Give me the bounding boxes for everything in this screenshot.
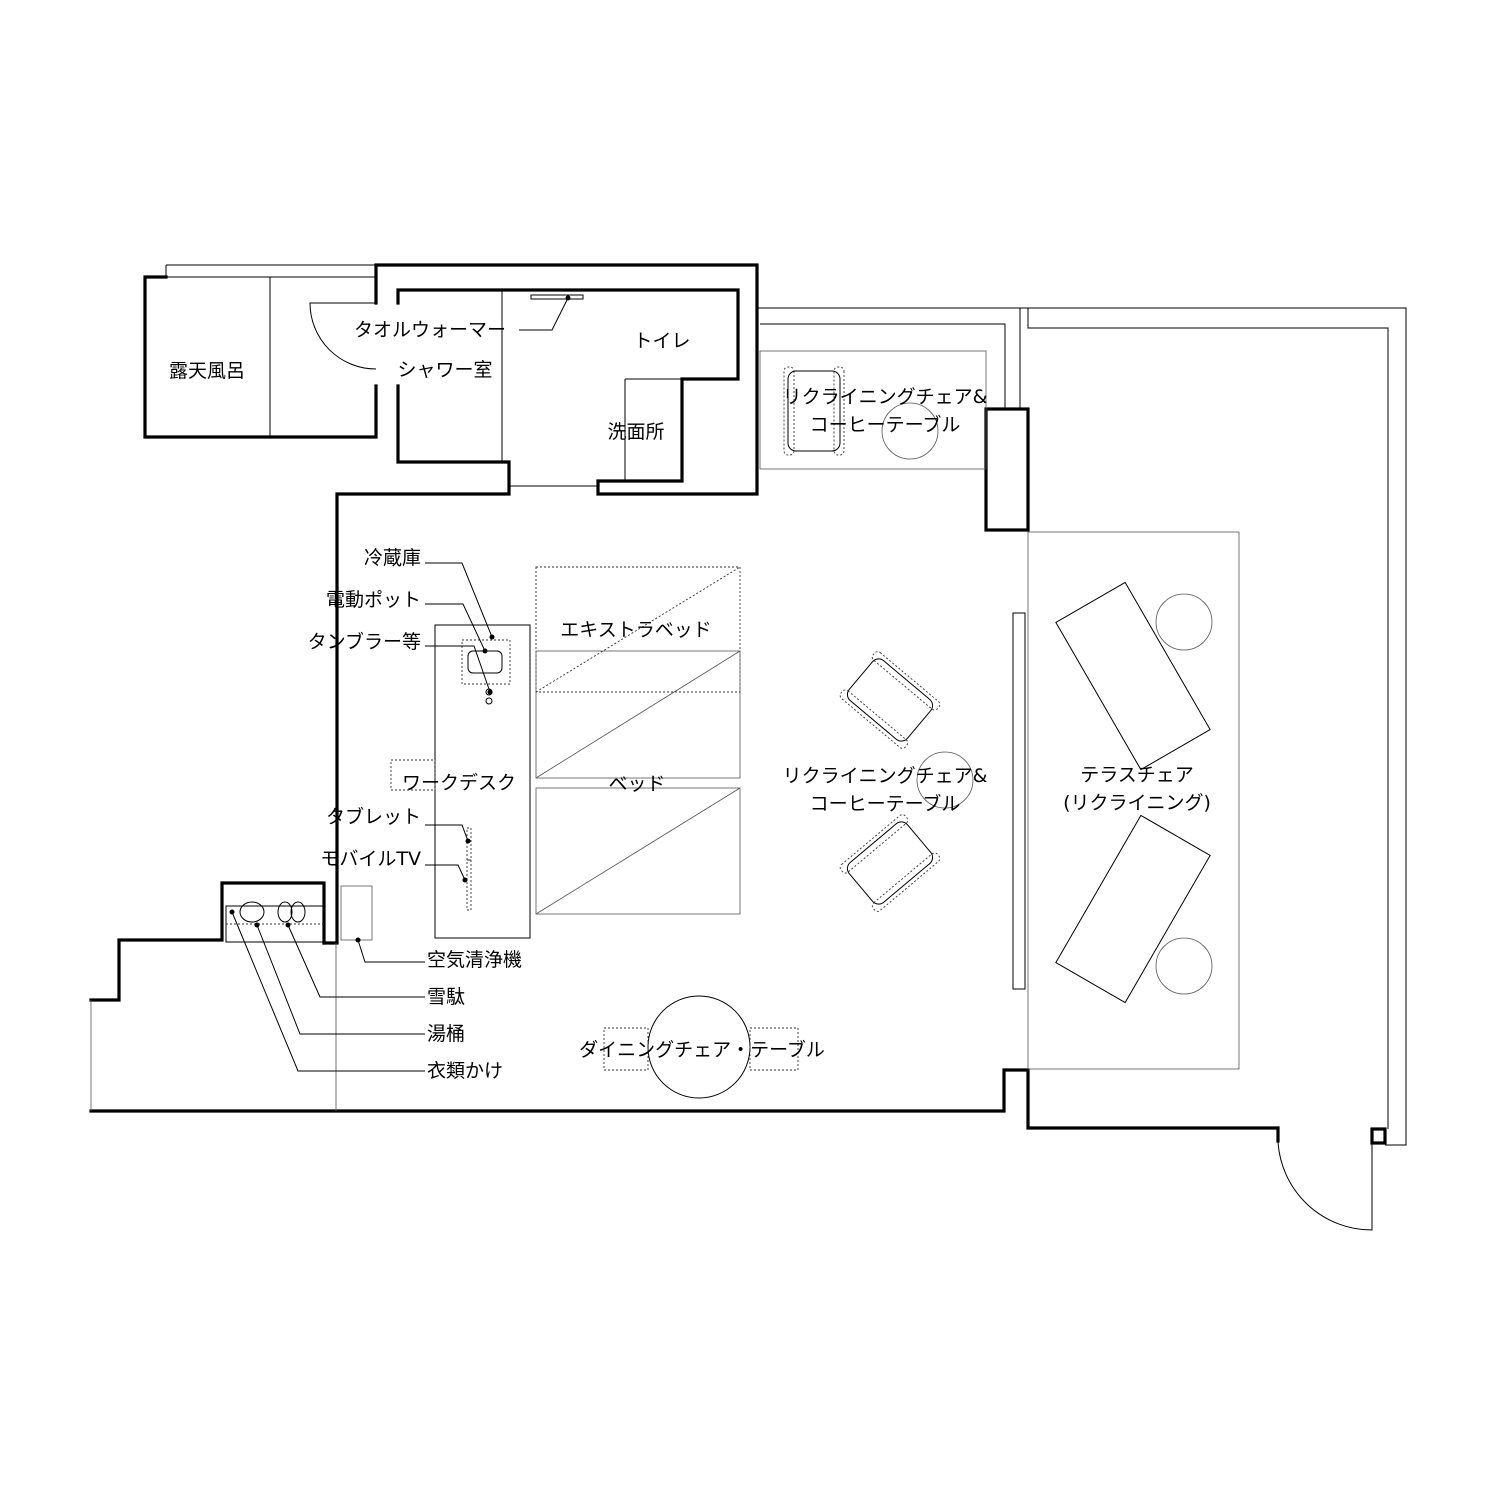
- outdoor-bath-enclosure: [143, 275, 378, 439]
- main-room-outer-wall: [89, 881, 1280, 1143]
- label-air-purifier: 空気清浄機: [427, 949, 522, 971]
- air-purifier: [340, 885, 373, 941]
- mobile-tv: [466, 859, 472, 911]
- door-balcony: [1277, 1141, 1373, 1231]
- pillar: [984, 407, 1030, 532]
- labels: 露天風呂 タオルウォーマー シャワー室 トイレ 洗面所 リクライニングチェア& …: [169, 319, 1211, 1082]
- coffee-table-top: [881, 402, 939, 460]
- label-terrace-chair-1: テラスチェア: [1080, 764, 1194, 786]
- terrace-chair-bottom: [1055, 814, 1211, 1004]
- dining-chair-left: [603, 1027, 649, 1071]
- label-bed: ベッド: [608, 773, 665, 795]
- dining-chair-right: [749, 1027, 799, 1071]
- label-extra-bed: エキストラベッド: [560, 619, 711, 641]
- label-tablet: タブレット: [326, 805, 421, 828]
- label-outdoor-bath: 露天風呂: [169, 360, 245, 382]
- label-work-desk: ワークデスク: [402, 772, 516, 794]
- outdoor-bath-wall: [374, 263, 759, 496]
- bed-2: [535, 787, 741, 915]
- label-clothes-hanger: 衣類かけ: [427, 1060, 503, 1082]
- label-electric-kettle: 電動ポット: [326, 589, 421, 611]
- extra-bed: [535, 566, 741, 693]
- recliner-chair-mid-top: [839, 651, 941, 749]
- label-mobile-tv: モバイルTV: [320, 848, 421, 870]
- label-geta: 雪駄: [427, 986, 465, 1008]
- doors: [309, 302, 1373, 1231]
- label-washroom: 洗面所: [607, 421, 664, 443]
- label-bath-bucket: 湯桶: [427, 1023, 465, 1045]
- door-shower: [309, 302, 377, 370]
- label-recliner-top-1: リクライニングチェア&: [783, 386, 988, 408]
- label-recliner-mid-2: コーヒーテーブル: [810, 792, 961, 815]
- small-column: [1370, 1127, 1387, 1145]
- leader-lines: [229, 295, 571, 1072]
- coffee-table-mid: [916, 751, 974, 809]
- label-refrigerator: 冷蔵庫: [364, 547, 421, 569]
- refrigerator: [461, 639, 511, 685]
- label-dining: ダイニングチェア・テーブル: [579, 1038, 825, 1061]
- recliner-chair-mid-bottom: [839, 814, 941, 912]
- terrace-chair-top: [1055, 581, 1211, 771]
- tablet: [466, 827, 472, 861]
- bed-1: [535, 650, 741, 779]
- desk-chair: [390, 759, 436, 791]
- label-towel-warmer: タオルウォーマー: [354, 319, 506, 341]
- label-tumbler: タンブラー等: [308, 630, 421, 653]
- label-recliner-mid-1: リクライニングチェア&: [783, 765, 988, 787]
- thin-lines: [90, 264, 1407, 1146]
- label-terrace-chair-2: (リクライニング): [1063, 792, 1211, 814]
- label-recliner-top-2: コーヒーテーブル: [810, 413, 961, 436]
- walls: [89, 263, 1387, 1145]
- shower-room-wall: [322, 384, 511, 945]
- furniture: [239, 366, 1213, 1099]
- label-shower-room: シャワー室: [397, 359, 492, 381]
- recliner-chair-top: [783, 366, 845, 456]
- label-toilet: トイレ: [633, 330, 690, 352]
